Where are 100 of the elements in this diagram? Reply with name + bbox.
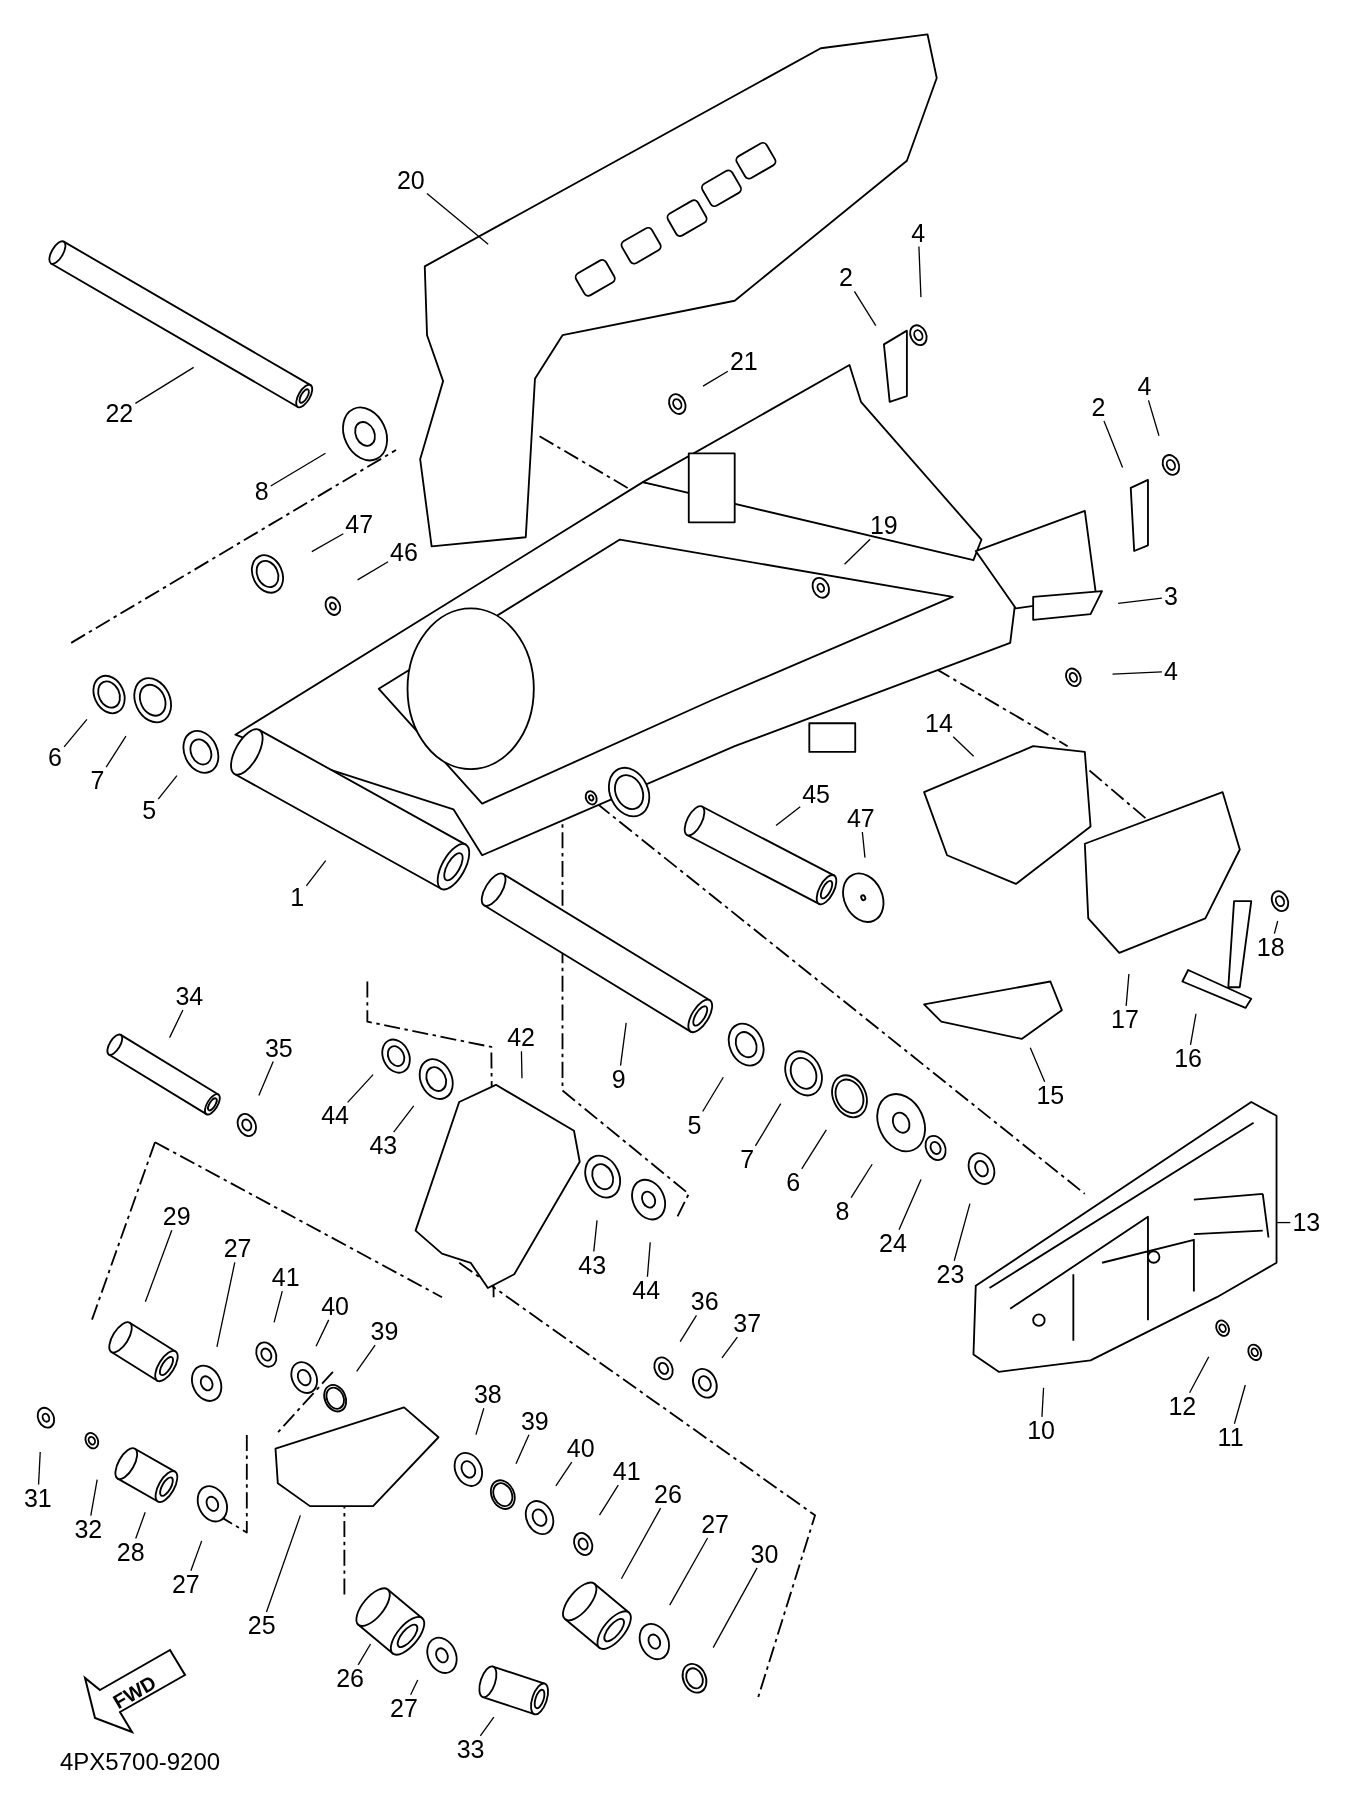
leader-line bbox=[1117, 597, 1163, 605]
callout-number: 40 bbox=[319, 1292, 351, 1320]
leader-line bbox=[426, 192, 489, 245]
callout-number: 41 bbox=[610, 1458, 643, 1486]
callout-number: 14 bbox=[923, 709, 955, 737]
callout-number: 33 bbox=[454, 1736, 487, 1763]
callout-number: 29 bbox=[160, 1203, 193, 1231]
leader-line bbox=[1189, 1013, 1197, 1046]
callout-number: 12 bbox=[1166, 1392, 1199, 1420]
callout-number: 5 bbox=[685, 1111, 704, 1139]
leader-line bbox=[702, 1076, 724, 1113]
leader-line bbox=[702, 370, 729, 387]
leader-line bbox=[346, 1073, 374, 1103]
leader-line bbox=[1103, 420, 1124, 469]
callout-number: 8 bbox=[833, 1197, 852, 1225]
callout-number: 46 bbox=[388, 538, 420, 566]
leader-line bbox=[90, 1478, 98, 1517]
callout-number: 37 bbox=[731, 1310, 764, 1338]
callout-number: 22 bbox=[103, 399, 136, 427]
callout-number: 9 bbox=[609, 1065, 628, 1093]
leader-line bbox=[520, 1050, 523, 1079]
leader-line bbox=[144, 1229, 173, 1303]
callout-number: 10 bbox=[1025, 1416, 1057, 1444]
callout-number: 11 bbox=[1215, 1423, 1246, 1451]
callout-number: 44 bbox=[319, 1102, 351, 1130]
leader-line bbox=[410, 1679, 419, 1696]
leader-line bbox=[479, 1716, 495, 1737]
leader-line bbox=[305, 860, 327, 887]
callout-number: 26 bbox=[652, 1481, 684, 1509]
leader-line bbox=[952, 736, 975, 757]
callout-number: 4 bbox=[909, 219, 928, 247]
leader-line bbox=[843, 538, 871, 565]
leader-line bbox=[953, 1202, 971, 1262]
leader-line bbox=[801, 1129, 827, 1170]
callout-number: 15 bbox=[1034, 1081, 1067, 1109]
callout-number: 39 bbox=[518, 1407, 551, 1435]
callout-number: 47 bbox=[343, 511, 376, 539]
leader-line bbox=[356, 561, 389, 581]
leader-line bbox=[646, 1241, 651, 1278]
callout-number: 23 bbox=[934, 1260, 967, 1288]
callout-number: 2 bbox=[1089, 394, 1108, 421]
leader-line bbox=[1029, 1047, 1046, 1083]
leader-line bbox=[1041, 1387, 1045, 1418]
leader-line bbox=[898, 1178, 922, 1231]
leader-line bbox=[679, 1314, 698, 1343]
leader-line bbox=[134, 366, 195, 405]
callout-number: 34 bbox=[173, 982, 206, 1010]
leader-line bbox=[311, 533, 344, 553]
leader-line bbox=[258, 1060, 274, 1097]
leader-line bbox=[270, 452, 327, 487]
callout-number: 28 bbox=[114, 1538, 147, 1566]
callout-number: 4 bbox=[1135, 373, 1154, 401]
callout-number: 44 bbox=[630, 1276, 663, 1304]
leader-line bbox=[157, 775, 178, 800]
callout-number: 13 bbox=[1290, 1209, 1323, 1237]
callout-number: 5 bbox=[140, 796, 159, 824]
direction-label: FWD bbox=[109, 1670, 161, 1714]
leader-line bbox=[775, 806, 801, 827]
callout-number: 21 bbox=[727, 348, 760, 376]
callout-number: 39 bbox=[368, 1318, 401, 1346]
leader-line bbox=[168, 1009, 184, 1039]
callout-number: 6 bbox=[46, 744, 64, 772]
leader-line bbox=[216, 1261, 236, 1348]
leader-line bbox=[1188, 1356, 1210, 1394]
callout-number: 1 bbox=[288, 884, 307, 912]
callout-number: 32 bbox=[72, 1515, 105, 1543]
leader-line bbox=[712, 1567, 758, 1649]
callout-number: 38 bbox=[471, 1381, 504, 1409]
leader-line bbox=[598, 1484, 619, 1516]
leader-line bbox=[315, 1319, 330, 1347]
leader-line bbox=[850, 1163, 873, 1199]
leader-line bbox=[754, 1103, 782, 1147]
callout-number: 25 bbox=[245, 1612, 278, 1639]
leader-line bbox=[357, 1643, 372, 1666]
callout-number: 27 bbox=[388, 1694, 420, 1722]
leader-line bbox=[105, 735, 127, 768]
leader-line bbox=[190, 1540, 203, 1572]
callout-number: 43 bbox=[576, 1251, 609, 1279]
callout-number: 43 bbox=[367, 1132, 400, 1160]
leader-line bbox=[37, 1451, 41, 1486]
callout-number: 16 bbox=[1172, 1044, 1204, 1072]
callout-number: 31 bbox=[21, 1484, 54, 1512]
leader-line bbox=[853, 290, 877, 327]
callout-number: 35 bbox=[262, 1034, 295, 1062]
leader-line bbox=[135, 1511, 146, 1540]
leader-line bbox=[1273, 920, 1279, 935]
callout-number: 40 bbox=[564, 1435, 597, 1463]
callout-number: 27 bbox=[699, 1511, 731, 1538]
leader-line bbox=[1147, 399, 1160, 437]
part-number-label: 4PX5700-9200 bbox=[60, 1748, 221, 1776]
callout-number: 27 bbox=[169, 1570, 202, 1598]
callout-number: 8 bbox=[252, 477, 271, 505]
callout-number: 4 bbox=[1161, 658, 1180, 686]
callout-number: 17 bbox=[1109, 1005, 1141, 1033]
callout-number: 42 bbox=[505, 1024, 537, 1052]
callout-number: 2 bbox=[837, 264, 855, 292]
callout-number: 24 bbox=[877, 1229, 909, 1257]
leader-line bbox=[918, 245, 922, 298]
leader-line bbox=[273, 1290, 283, 1323]
callout-number: 26 bbox=[334, 1664, 366, 1692]
